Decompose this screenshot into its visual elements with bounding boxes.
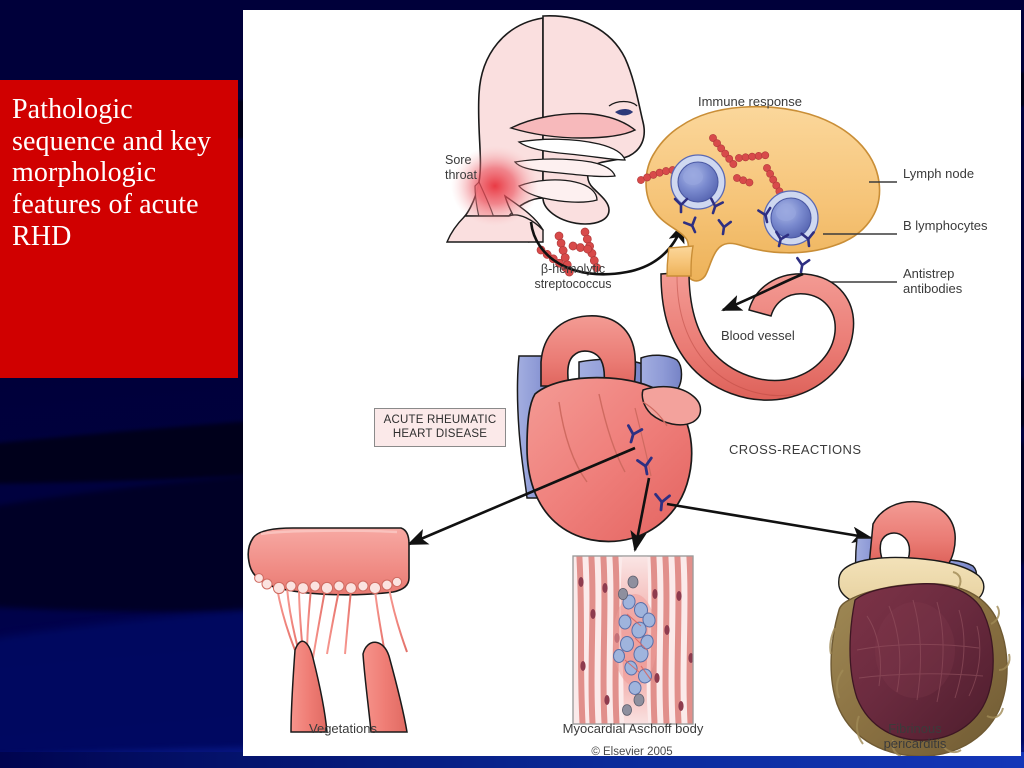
- arrow-vessel-to-heart: [721, 272, 804, 312]
- arrow-throat-to-lymph-node: [529, 221, 685, 276]
- label-blood-vessel: Blood vessel: [721, 328, 795, 343]
- sore-throat-inflammation: [451, 146, 539, 226]
- label-lymph-node: Lymph node: [903, 166, 975, 181]
- acute-rhd-box: ACUTE RHEUMATIC HEART DISEASE: [374, 408, 506, 447]
- background-bottom-band: [0, 752, 1024, 768]
- label-fibrinous-pericarditis: Fibrinous pericarditis: [883, 721, 947, 752]
- antistrep-antibody-glyph: [673, 197, 815, 274]
- label-streptococcus: β-hemolytic streptococcus: [534, 262, 612, 291]
- rhd-pathogenesis-diagram: [247, 15, 1011, 756]
- aschoff-body-histology: [572, 555, 694, 725]
- label-sore-throat: Sore throat: [445, 153, 477, 182]
- label-immune-response: Immune response: [697, 94, 803, 109]
- figure-panel: Sore throat β-hemolytic streptococcus Im…: [243, 10, 1021, 756]
- copyright-notice: © Elsevier 2005: [591, 746, 673, 756]
- antibody-on-heart-glyph: [627, 424, 671, 512]
- title-block: Pathologic sequence and key morphologic …: [0, 80, 238, 378]
- lymph-node-illustration: [637, 105, 897, 283]
- vegetations-illustration: [247, 527, 410, 733]
- blood-vessel-illustration: [660, 245, 855, 401]
- fibrinous-pericarditis-illustration: [829, 500, 1011, 756]
- b-lymphocyte-cell: [670, 154, 726, 210]
- label-cross-reactions: CROSS-REACTIONS: [729, 442, 862, 457]
- label-vegetations: Vegetations: [309, 721, 377, 736]
- arrow-heart-to-pericarditis: [666, 502, 874, 544]
- label-b-lymphocytes: B lymphocytes: [903, 218, 988, 233]
- heart-illustration: [516, 315, 702, 543]
- slide-title: Pathologic sequence and key morphologic …: [12, 94, 212, 252]
- arrow-heart-to-vegetations: [407, 446, 636, 546]
- arrow-heart-to-aschoff-body: [630, 477, 651, 553]
- label-aschoff-body: Myocardial Aschoff body: [562, 721, 704, 736]
- label-antistrep-antibodies: Antistrep antibodies: [903, 266, 963, 297]
- head-sagittal-illustration: [445, 15, 645, 244]
